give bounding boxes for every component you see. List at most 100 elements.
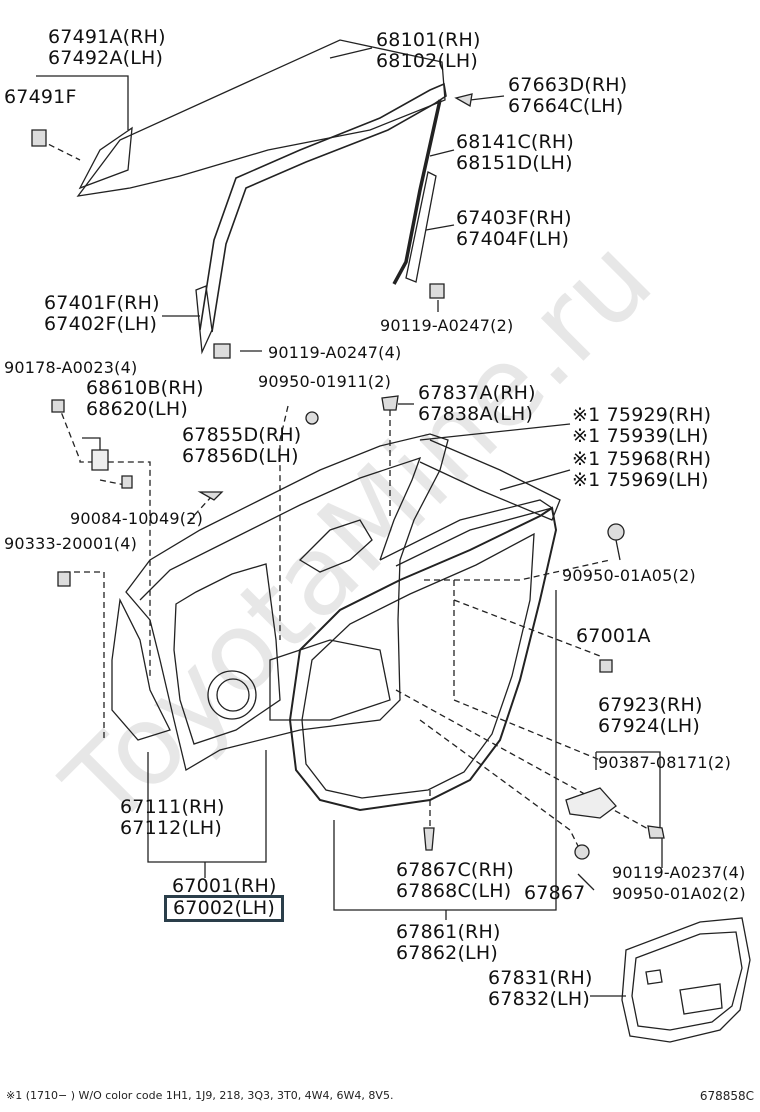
callout-line: 67868C(LH) xyxy=(396,880,512,902)
callout-90950-b: 90950-01A05(2) xyxy=(562,565,696,586)
callout-90333: 90333-20001(4) xyxy=(4,533,137,554)
callout-line: 67664C(LH) xyxy=(508,95,624,117)
part-67867C xyxy=(423,827,435,851)
callout-90119-b: 90119-A0247(4) xyxy=(268,342,401,363)
callout-line: 67404F(LH) xyxy=(456,228,570,250)
callout-line: 68151D(LH) xyxy=(456,152,573,174)
callout-line: 67402F(LH) xyxy=(44,313,158,335)
callout-line: ※1 75939(LH) xyxy=(572,425,709,447)
leader-68141 xyxy=(429,149,455,157)
glass-bracket xyxy=(78,126,133,190)
window-glass xyxy=(76,39,446,197)
callout-90084: 90084-10049(2) xyxy=(70,508,203,529)
outer-seal xyxy=(419,439,561,521)
weatherstrip xyxy=(288,506,558,812)
callout-90950-c: 90950-01A02(2) xyxy=(612,883,746,904)
callout-line: 67401F(RH) xyxy=(44,292,160,314)
callout-67867C: 67867C(RH) 67868C(LH) xyxy=(396,860,514,902)
callout-67867: 67867 xyxy=(524,883,585,904)
rear-channel xyxy=(392,99,442,285)
part-90119-A0237 xyxy=(647,825,665,839)
part-90950-01A02 xyxy=(574,844,590,860)
callout-75929: ※1 75929(RH) ※1 75939(LH) xyxy=(572,405,711,447)
part-67923 xyxy=(565,787,617,819)
callout-line: 90119-A0247(2) xyxy=(380,316,514,335)
callout-90119-c: 90119-A0237(4) xyxy=(612,862,745,883)
callout-line: 67491F xyxy=(4,86,77,108)
callout-90950-a: 90950-01911(2) xyxy=(258,371,391,392)
leader-90950b xyxy=(615,539,621,561)
part-90119-A0247b xyxy=(213,343,231,359)
leader-68610 xyxy=(82,437,101,452)
leader-75929 xyxy=(419,423,571,441)
callout-90387: 90387-08171(2) xyxy=(598,752,731,773)
callout-line: 67837A(RH) xyxy=(418,382,536,404)
callout-line: 90119-A0247(4) xyxy=(268,343,402,362)
callout-line: 67663D(RH) xyxy=(508,74,628,96)
callout-line: 67923(RH) xyxy=(598,694,703,716)
callout-line: 67924(LH) xyxy=(598,715,700,737)
callout-line: 68610B(RH) xyxy=(86,377,204,399)
callout-67001: 67001(RH) xyxy=(172,876,277,897)
callout-line: ※1 75929(RH) xyxy=(572,404,712,426)
footnote: ※1 (1710− ) W/O color code 1H1, 1J9, 218… xyxy=(6,1089,394,1102)
leader-68101 xyxy=(329,47,373,59)
callout-line: 68101(RH) xyxy=(376,29,481,51)
callout-68141: 68141C(RH) 68151D(LH) xyxy=(456,132,574,174)
callout-line: 67002(LH) xyxy=(173,897,275,919)
callout-67663: 67663D(RH) 67664C(LH) xyxy=(508,75,627,117)
callout-line: 67001(RH) xyxy=(172,875,277,897)
part-67491F xyxy=(31,129,47,147)
leader-67111 xyxy=(147,750,267,863)
callout-line: 90950-01A05(2) xyxy=(562,566,696,585)
callout-67923: 67923(RH) 67924(LH) xyxy=(598,695,703,737)
part-90950-01911 xyxy=(305,411,319,425)
callout-line: 67491A(RH) xyxy=(48,26,166,48)
callout-67837: 67837A(RH) 67838A(LH) xyxy=(418,383,536,425)
callout-67403: 67403F(RH) 67404F(LH) xyxy=(456,208,572,250)
part-67001A xyxy=(599,659,613,673)
callout-67001A: 67001A xyxy=(576,626,651,647)
callout-line: ※1 75969(LH) xyxy=(572,469,709,491)
callout-line: 90950-01911(2) xyxy=(258,372,392,391)
callout-line: 67832(LH) xyxy=(488,988,590,1010)
part-90084 xyxy=(121,475,133,489)
callout-line: 68620(LH) xyxy=(86,398,188,420)
callout-75968: ※1 75968(RH) ※1 75969(LH) xyxy=(572,449,711,491)
callout-line: 68102(LH) xyxy=(376,50,478,72)
callout-67002-highlighted: 67002(LH) xyxy=(164,895,284,922)
callout-line: 90950-01A02(2) xyxy=(612,884,746,903)
leader-67861 xyxy=(333,590,557,911)
callout-68101: 68101(RH) 68102(LH) xyxy=(376,30,481,72)
callout-line: 67001A xyxy=(576,625,651,647)
callout-line: 90333-20001(4) xyxy=(4,534,138,553)
callout-67861: 67861(RH) 67862(LH) xyxy=(396,922,501,964)
part-68610 xyxy=(91,449,109,471)
callout-90178: 90178-A0023(4) xyxy=(4,357,137,378)
callout-67491A: 67491A(RH) 67492A(LH) xyxy=(48,27,166,69)
callout-67831: 67831(RH) 67832(LH) xyxy=(488,968,593,1010)
callout-line: 67862(LH) xyxy=(396,942,498,964)
callout-line: 67855D(RH) xyxy=(182,424,302,446)
callout-line: 90387-08171(2) xyxy=(598,753,732,772)
callout-line: 67867C(RH) xyxy=(396,859,515,881)
callout-67401: 67401F(RH) 67402F(LH) xyxy=(44,293,160,335)
run-channel xyxy=(199,82,447,333)
callout-line: 90084-10049(2) xyxy=(70,509,204,528)
part-67855 xyxy=(197,491,224,501)
callout-line: 67867 xyxy=(524,882,586,904)
callout-line: 68141C(RH) xyxy=(456,131,575,153)
callout-line: 67112(LH) xyxy=(120,817,222,839)
leader-67923 xyxy=(596,751,661,830)
part-90333 xyxy=(57,571,71,587)
part-67837 xyxy=(381,395,399,411)
leader-67403 xyxy=(425,224,455,231)
part-90950-01A05 xyxy=(607,523,625,541)
callout-68610: 68610B(RH) 68620(LH) xyxy=(86,378,204,420)
callout-90119-a: 90119-A0247(2) xyxy=(380,315,513,336)
leader-67663 xyxy=(469,95,505,101)
callout-line: 90178-A0023(4) xyxy=(4,358,138,377)
callout-line: 67492A(LH) xyxy=(48,47,164,69)
